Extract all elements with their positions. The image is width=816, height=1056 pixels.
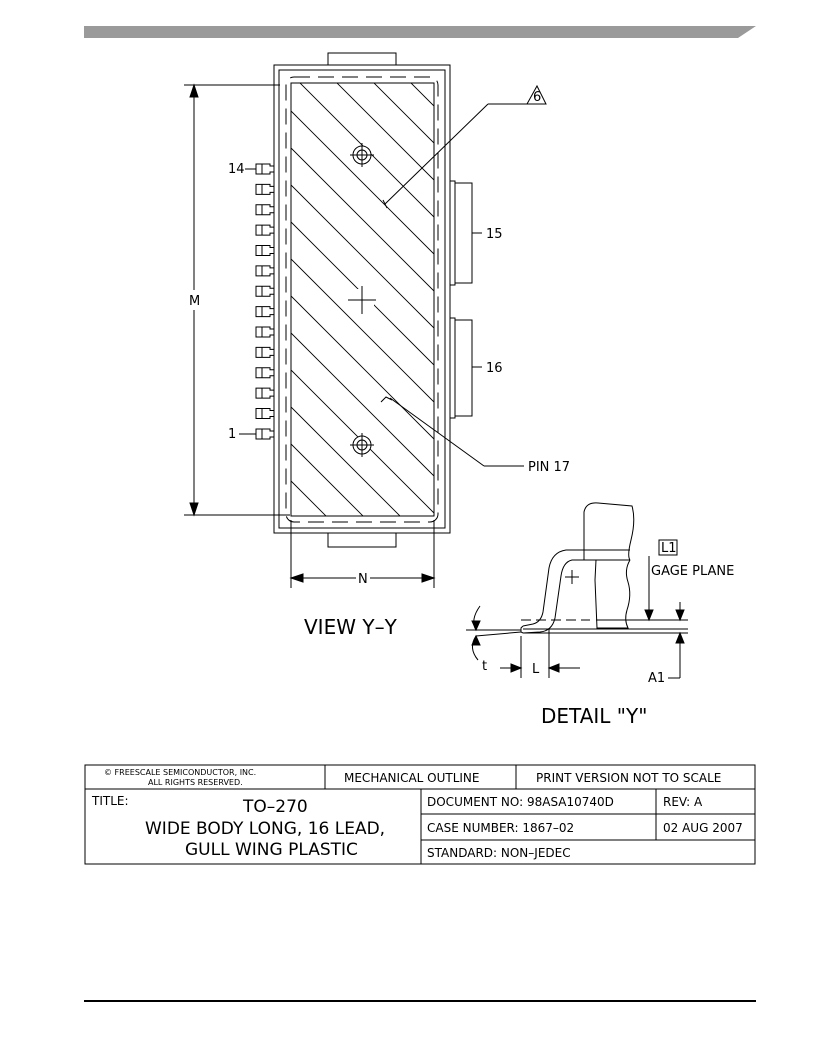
pin-17-label: PIN 17: [528, 460, 570, 475]
mounting-hole-bottom: [350, 433, 374, 457]
title-block: [84, 764, 756, 865]
pin-15-label: 15: [486, 227, 503, 242]
detail-y-lead: [520, 502, 635, 634]
hatch-line: [291, 258, 434, 403]
hatch-line: [291, 147, 434, 292]
case-number: CASE NUMBER: 1867–02: [427, 821, 574, 835]
hatch-line: [291, 110, 434, 255]
dim-m-label: M: [189, 294, 200, 309]
l1-label: L1: [661, 541, 677, 556]
pin-17-leader: [380, 396, 524, 467]
dimension-a1: [668, 602, 685, 679]
lead: [255, 428, 275, 440]
detail-title: DETAIL "Y": [541, 704, 647, 728]
header-bar: [84, 26, 756, 38]
dim-t-label: t: [482, 659, 487, 674]
title-line1: TO–270: [242, 797, 308, 817]
lead: [255, 224, 275, 236]
lead: [255, 408, 275, 420]
hatch-line: [291, 332, 434, 477]
hatch-line: [291, 443, 364, 516]
gage-plane: [521, 539, 688, 634]
lead: [255, 326, 275, 338]
hatch-line: [291, 184, 434, 329]
gage-plane-label: GAGE PLANE: [651, 564, 734, 579]
dimension-m: [184, 83, 290, 517]
release-date: 02 AUG 2007: [663, 821, 743, 835]
lead: [255, 204, 275, 216]
print-version: PRINT VERSION NOT TO SCALE: [536, 771, 721, 785]
dim-a1-label: A1: [648, 671, 665, 686]
note-6-label: 6: [533, 90, 541, 105]
pin-1-label: 1: [228, 427, 236, 442]
hatch-line: [291, 295, 434, 440]
document-no: DOCUMENT NO: 98ASA10740D: [427, 795, 614, 809]
title-line3: GULL WING PLASTIC: [185, 840, 358, 860]
title-label: TITLE:: [91, 794, 129, 808]
dim-n-label: N: [358, 572, 368, 587]
pin-16-label: 16: [486, 361, 503, 376]
revision: REV: A: [663, 795, 703, 809]
lead: [255, 387, 275, 399]
lead: [255, 163, 275, 175]
center-cross: [348, 286, 376, 314]
hatch-line: [291, 480, 327, 516]
standard: STANDARD: NON–JEDEC: [427, 846, 571, 860]
left-leads: [255, 163, 275, 440]
detail-cross: [565, 570, 579, 584]
hatch-line: [291, 406, 401, 516]
copyright-line1: © FREESCALE SEMICONDUCTOR, INC.: [104, 768, 256, 777]
hatch-line: [336, 83, 434, 181]
copyright-line2: ALL RIGHTS RESERVED.: [148, 778, 243, 787]
lead: [255, 285, 275, 297]
lead: [255, 367, 275, 379]
dimension-t: [466, 605, 522, 661]
note-6-leader: [382, 84, 547, 209]
lead: [255, 183, 275, 195]
lead: [255, 245, 275, 257]
right-pads: [449, 180, 473, 419]
dim-l-label: L: [532, 662, 540, 677]
title-line2: WIDE BODY LONG, 16 LEAD,: [145, 819, 385, 839]
lead: [255, 306, 275, 318]
mounting-hole-top: [350, 143, 374, 167]
dimension-n: [289, 520, 436, 588]
view-title: VIEW Y–Y: [304, 615, 398, 639]
pin-14-label: 14: [228, 162, 245, 177]
mechanical-outline: MECHANICAL OUTLINE: [344, 771, 480, 785]
dimension-l: [500, 628, 580, 678]
hatch-line: [373, 83, 434, 144]
lead: [255, 265, 275, 277]
lead: [255, 346, 275, 358]
